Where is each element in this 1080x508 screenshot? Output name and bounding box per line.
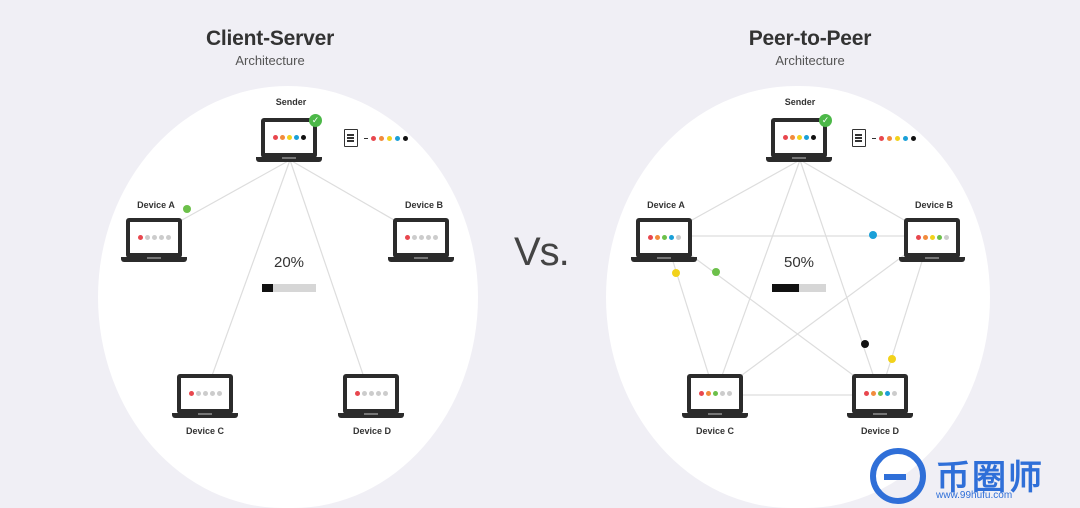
watermark-text: 币圈师 xyxy=(936,459,1044,497)
sender-laptop-icon xyxy=(766,118,832,164)
connection-lines xyxy=(664,159,931,396)
device-a-laptop-icon xyxy=(631,218,697,264)
device-c-laptop-icon xyxy=(172,374,238,420)
progress-percent: 50% xyxy=(783,254,815,271)
data-packet-blue xyxy=(869,231,877,239)
data-packet-black xyxy=(861,340,869,348)
client-server-subtitle: Architecture xyxy=(235,53,305,68)
progress-bar-fill xyxy=(772,284,799,292)
file-data-dots xyxy=(364,136,408,141)
data-packet-green xyxy=(183,205,191,213)
device-d-laptop-icon xyxy=(847,374,913,420)
device-b-laptop-icon xyxy=(899,218,965,264)
data-packet-yellow xyxy=(672,269,680,277)
data-packet-green xyxy=(712,268,720,276)
peer-to-peer-panel: Peer-to-Peer Architecture Sender ✓ Devic… xyxy=(540,0,1080,508)
file-icon xyxy=(344,129,358,147)
watermark: 币圈师 www.99hufu.com xyxy=(870,446,1080,508)
sender-laptop-icon xyxy=(256,118,322,164)
watermark-url: www.99hufu.com xyxy=(936,490,1013,501)
sender-label: Sender xyxy=(784,97,816,107)
sender-label: Sender xyxy=(275,97,307,107)
device-b-laptop-icon xyxy=(388,218,454,264)
progress-bar-fill xyxy=(262,284,273,292)
watermark-logo-icon xyxy=(870,448,926,504)
vs-text: Vs. xyxy=(514,230,570,274)
device-c-laptop-icon xyxy=(682,374,748,420)
peer-to-peer-subtitle: Architecture xyxy=(775,53,845,68)
peer-to-peer-title: Peer-to-Peer xyxy=(748,27,872,50)
device-a-label: Device A xyxy=(647,200,685,210)
device-d-label: Device D xyxy=(860,426,900,436)
device-b-label: Device B xyxy=(404,200,444,210)
data-packet-yellow xyxy=(888,355,896,363)
connection-lines xyxy=(154,159,421,396)
progress-percent: 20% xyxy=(273,254,305,271)
check-icon: ✓ xyxy=(819,114,832,127)
device-c-label: Device C xyxy=(695,426,735,436)
progress-bar xyxy=(772,284,826,292)
device-a-label: Device A xyxy=(137,200,175,210)
file-data-dots xyxy=(872,136,916,141)
check-icon: ✓ xyxy=(309,114,322,127)
file-icon xyxy=(852,129,866,147)
progress-bar xyxy=(262,284,316,292)
device-d-label: Device D xyxy=(352,426,392,436)
device-c-label: Device C xyxy=(185,426,225,436)
device-a-laptop-icon xyxy=(121,218,187,264)
client-server-panel: Client-Server Architecture Sender ✓ Devi… xyxy=(98,27,478,508)
client-server-title: Client-Server xyxy=(205,27,335,50)
device-b-label: Device B xyxy=(914,200,954,210)
device-d-laptop-icon xyxy=(338,374,404,420)
